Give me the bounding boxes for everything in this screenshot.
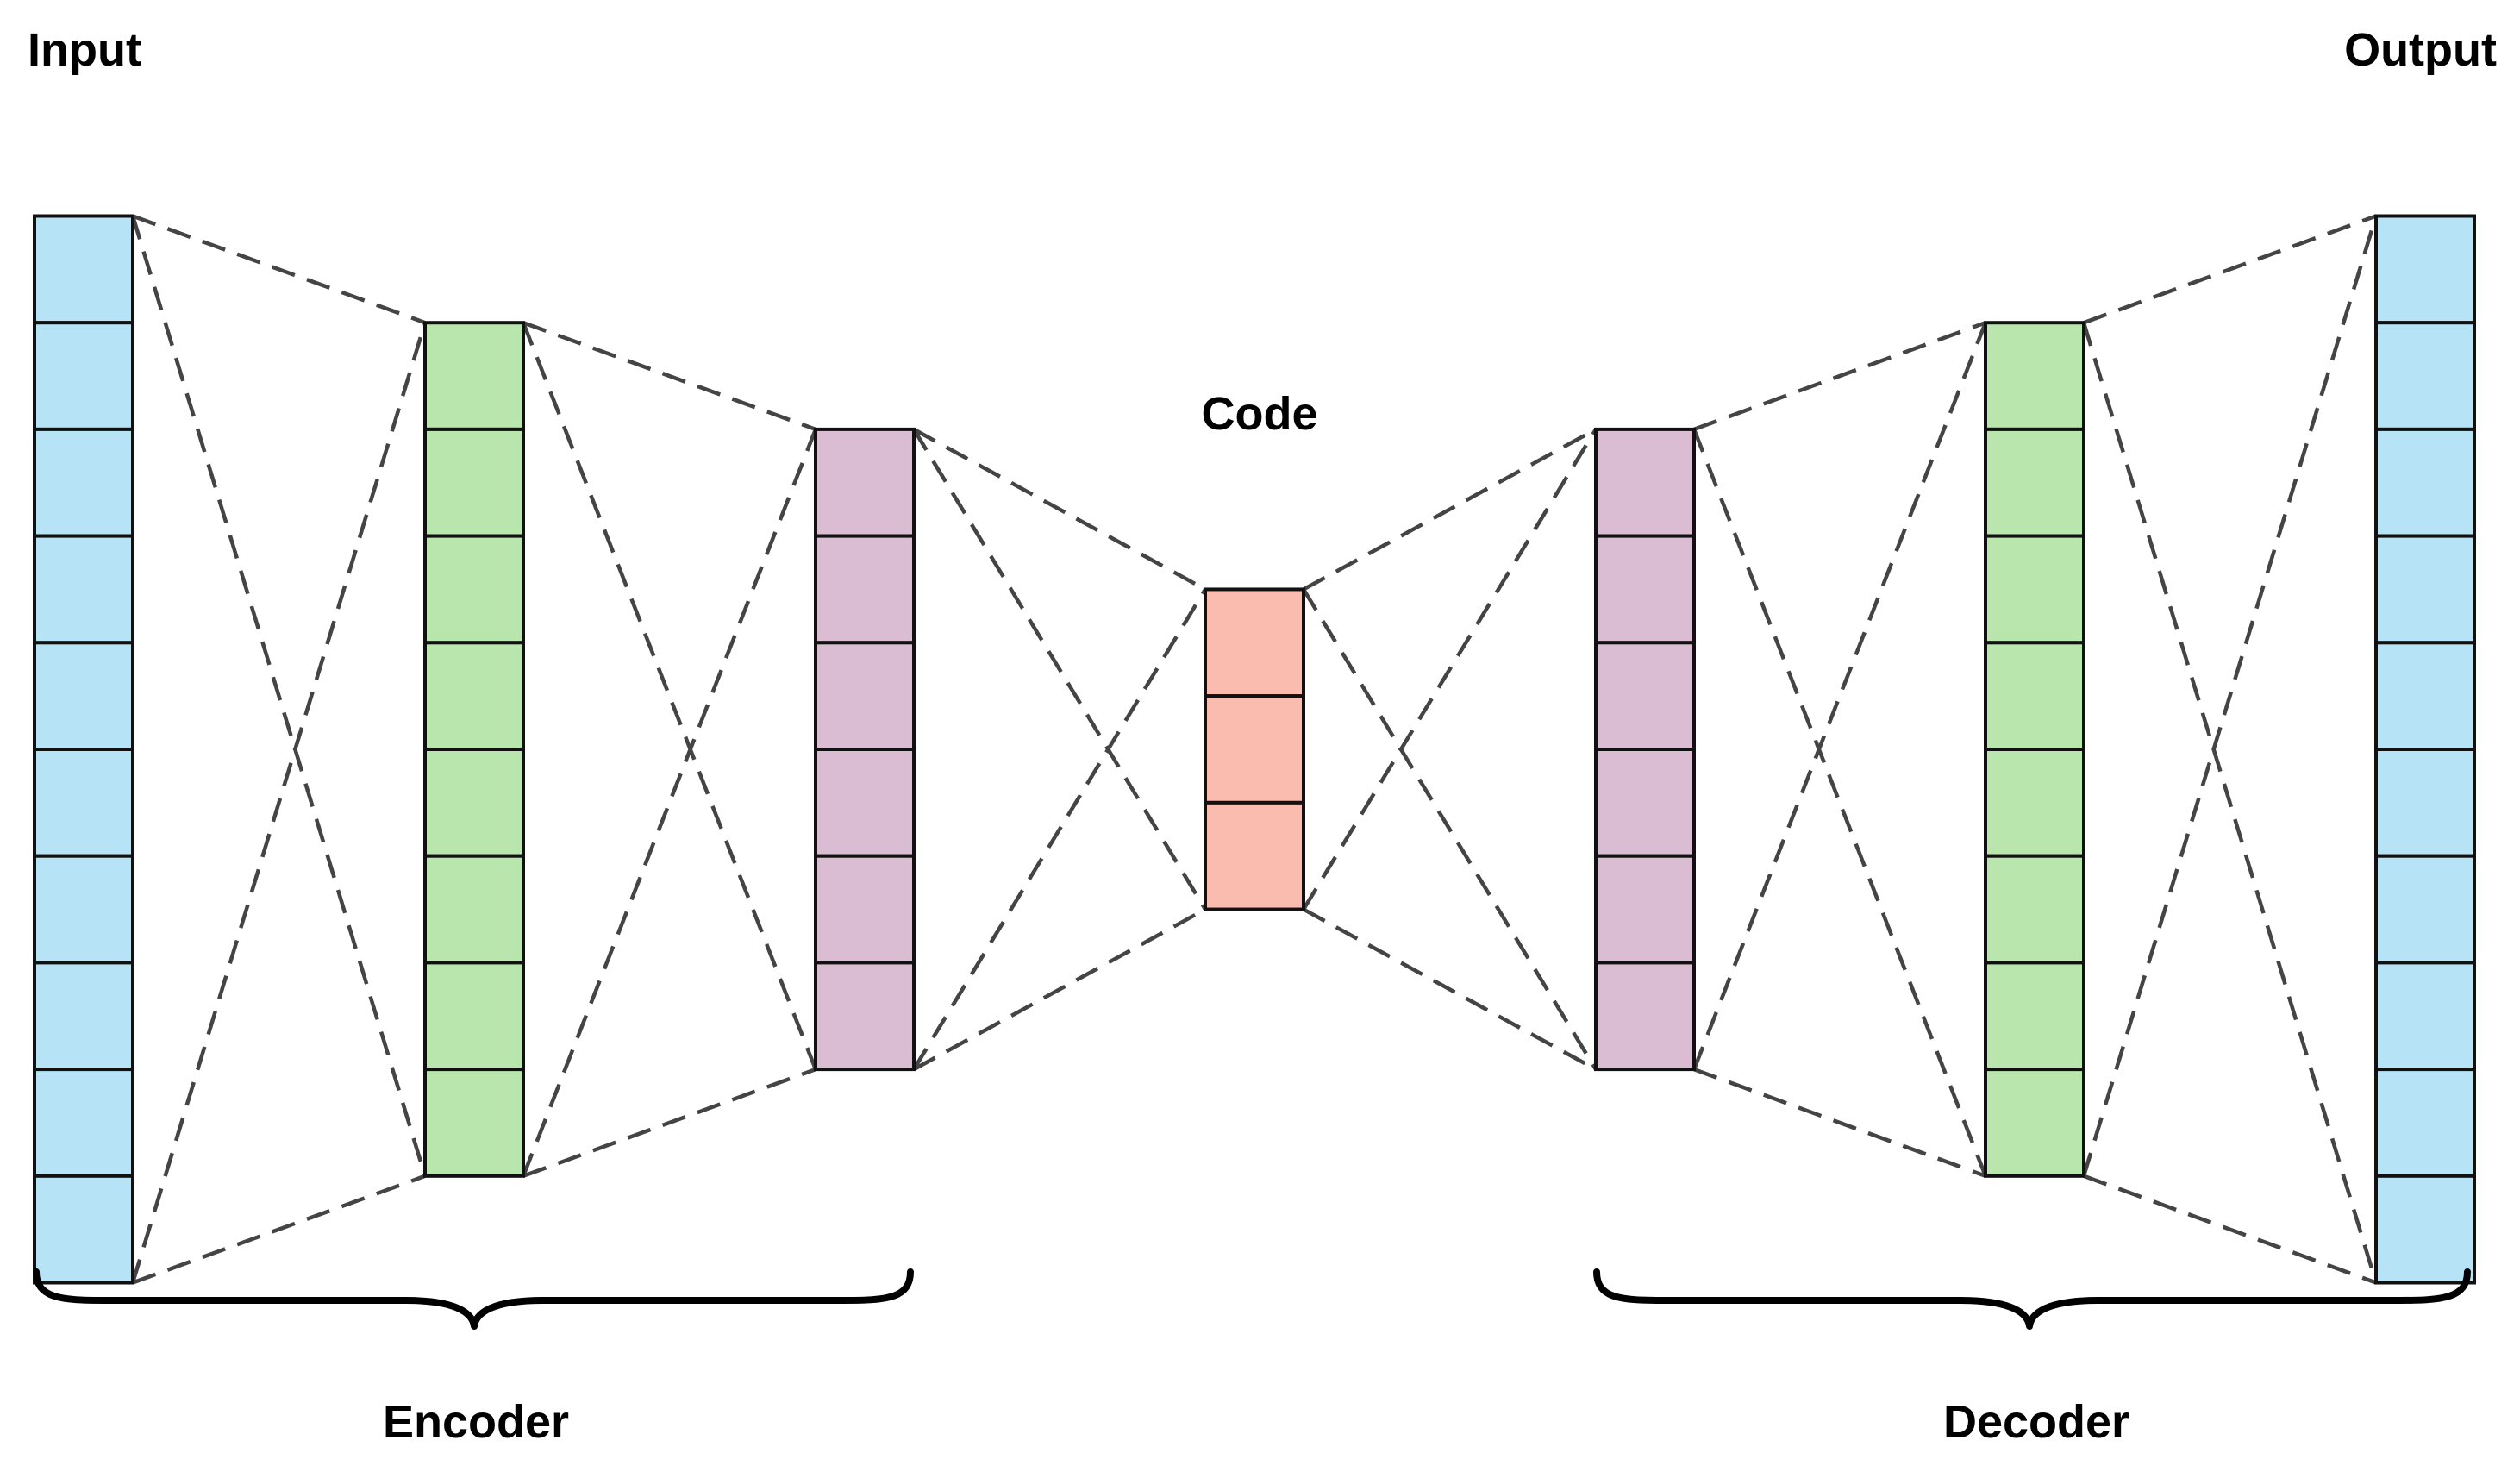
input-layer-cell bbox=[33, 748, 134, 858]
connector-decoder-hidden-2-to-output-layer-3 bbox=[2081, 215, 2379, 1177]
encoder-hidden-2-cell bbox=[814, 854, 916, 965]
encoder-hidden-1-cell bbox=[423, 961, 525, 1072]
decoder-hidden-2-cell bbox=[1984, 854, 2085, 965]
encoder-hidden-2 bbox=[814, 427, 916, 1072]
output-layer-cell bbox=[2374, 854, 2476, 965]
encoder-hidden-1-cell bbox=[423, 534, 525, 645]
connector-encoder-hidden-1-to-encoder-hidden-2-0 bbox=[522, 321, 816, 432]
code-layer-cell bbox=[1204, 694, 1305, 805]
output-layer-cell bbox=[2374, 427, 2476, 538]
connector-decoder-hidden-1-to-decoder-hidden-2-1 bbox=[1693, 1067, 1986, 1178]
decoder-hidden-1-cell bbox=[1594, 427, 1696, 538]
connector-encoder-hidden-2-to-code-layer-0 bbox=[912, 427, 1207, 592]
decoder-hidden-2-cell bbox=[1984, 641, 2085, 751]
connector-encoder-hidden-2-to-code-layer-3 bbox=[912, 588, 1207, 1071]
decoder-hidden-2-cell bbox=[1984, 321, 2085, 431]
connector-code-layer-to-decoder-hidden-1-0 bbox=[1302, 427, 1598, 592]
encoder-hidden-2-cell bbox=[814, 748, 916, 858]
decoder-hidden-1-cell bbox=[1594, 534, 1696, 645]
input-layer-cell bbox=[33, 1174, 134, 1285]
output-layer bbox=[2374, 214, 2476, 1285]
input-layer-cell bbox=[33, 534, 134, 645]
input-layer-cell bbox=[33, 1068, 134, 1178]
decoder-hidden-2-cell bbox=[1984, 1068, 2085, 1178]
encoder-brace bbox=[33, 1268, 914, 1330]
decoder-brace bbox=[1593, 1268, 2471, 1330]
connector-encoder-hidden-1-to-encoder-hidden-2-3 bbox=[521, 429, 818, 1177]
connector-lines bbox=[130, 214, 2379, 1285]
input-label: Input bbox=[28, 24, 141, 76]
encoder-hidden-2-cell bbox=[814, 427, 916, 538]
connector-input-layer-to-encoder-hidden-1-0 bbox=[132, 214, 426, 325]
encoder-hidden-1-cell bbox=[423, 641, 525, 751]
input-layer-cell bbox=[33, 641, 134, 751]
connector-encoder-hidden-1-to-encoder-hidden-2-1 bbox=[522, 1067, 816, 1178]
output-layer-cell bbox=[2374, 1174, 2476, 1285]
connector-decoder-hidden-1-to-decoder-hidden-2-3 bbox=[1691, 322, 1988, 1070]
output-layer-cell bbox=[2374, 641, 2476, 751]
output-layer-cell bbox=[2374, 534, 2476, 645]
connector-code-layer-to-decoder-hidden-1-1 bbox=[1302, 907, 1598, 1072]
encoder-hidden-1-cell bbox=[423, 854, 525, 965]
network-layers bbox=[33, 214, 2476, 1285]
input-layer-cell bbox=[33, 214, 134, 325]
encoder-hidden-2-cell bbox=[814, 961, 916, 1072]
encoder-hidden-2-cell bbox=[814, 641, 916, 751]
input-layer-cell bbox=[33, 961, 134, 1072]
connector-code-layer-to-decoder-hidden-1-2 bbox=[1302, 588, 1598, 1071]
connector-decoder-hidden-2-to-output-layer-0 bbox=[2083, 214, 2377, 325]
connector-decoder-hidden-1-to-decoder-hidden-2-0 bbox=[1693, 321, 1986, 432]
decoder-hidden-1-cell bbox=[1594, 641, 1696, 751]
connector-decoder-hidden-2-to-output-layer-1 bbox=[2083, 1174, 2377, 1285]
decoder-hidden-2-cell bbox=[1984, 961, 2085, 1072]
decoder-hidden-1 bbox=[1594, 427, 1696, 1072]
connector-code-layer-to-decoder-hidden-1-3 bbox=[1302, 428, 1598, 911]
decoder-hidden-2 bbox=[1984, 321, 2085, 1178]
decoder-label: Decoder bbox=[1943, 1396, 2129, 1448]
connector-decoder-hidden-1-to-decoder-hidden-2-2 bbox=[1691, 429, 1988, 1177]
connector-input-layer-to-encoder-hidden-1-3 bbox=[130, 322, 428, 1284]
decoder-hidden-1-cell bbox=[1594, 961, 1696, 1072]
decoder-hidden-2-cell bbox=[1984, 534, 2085, 645]
input-layer-cell bbox=[33, 321, 134, 431]
connector-encoder-hidden-2-to-code-layer-1 bbox=[912, 907, 1207, 1072]
output-layer-cell bbox=[2374, 1068, 2476, 1178]
code-layer-cell bbox=[1204, 587, 1305, 698]
connector-input-layer-to-encoder-hidden-1-2 bbox=[130, 215, 428, 1177]
output-label: Output bbox=[2344, 24, 2497, 76]
output-layer-cell bbox=[2374, 748, 2476, 858]
decoder-hidden-2-cell bbox=[1984, 427, 2085, 538]
output-layer-cell bbox=[2374, 321, 2476, 431]
connector-encoder-hidden-1-to-encoder-hidden-2-2 bbox=[521, 322, 818, 1070]
decoder-hidden-1-cell bbox=[1594, 748, 1696, 858]
input-layer-cell bbox=[33, 427, 134, 538]
code-layer-cell bbox=[1204, 800, 1305, 911]
connector-decoder-hidden-2-to-output-layer-2 bbox=[2081, 322, 2379, 1284]
decoder-hidden-2-cell bbox=[1984, 748, 2085, 858]
code-label: Code bbox=[1202, 388, 1318, 440]
encoder-hidden-1-cell bbox=[423, 427, 525, 538]
encoder-hidden-1-cell bbox=[423, 1068, 525, 1178]
encoder-hidden-1-cell bbox=[423, 321, 525, 431]
encoder-hidden-1-cell bbox=[423, 748, 525, 858]
decoder-hidden-1-cell bbox=[1594, 854, 1696, 965]
encoder-hidden-1 bbox=[423, 321, 525, 1178]
output-layer-cell bbox=[2374, 961, 2476, 1072]
output-layer-cell bbox=[2374, 214, 2476, 325]
input-layer-cell bbox=[33, 854, 134, 965]
encoder-hidden-2-cell bbox=[814, 534, 916, 645]
code-layer bbox=[1204, 587, 1305, 911]
encoder-label: Encoder bbox=[383, 1396, 569, 1448]
connector-input-layer-to-encoder-hidden-1-1 bbox=[132, 1174, 426, 1285]
connector-encoder-hidden-2-to-code-layer-2 bbox=[912, 428, 1207, 911]
input-layer bbox=[33, 214, 134, 1285]
